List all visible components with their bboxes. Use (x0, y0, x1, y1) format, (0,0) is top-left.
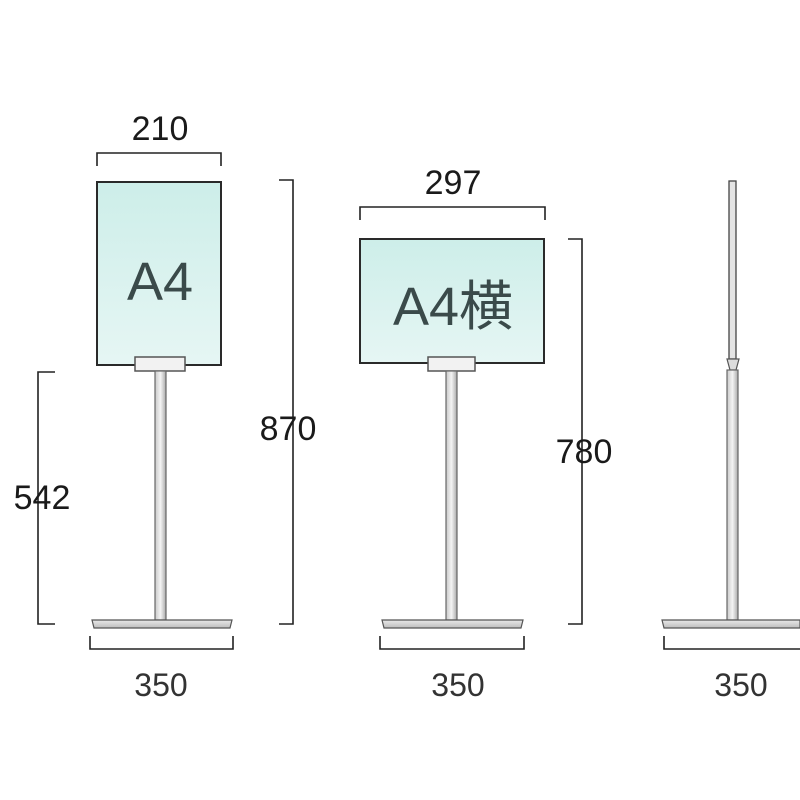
stand-a4-landscape: 297 A4横 350 780 (359, 164, 613, 703)
total-height-label: 870 (260, 410, 317, 448)
total-height-label: 780 (556, 433, 613, 471)
total-height-dimension-line (279, 179, 294, 625)
width-dimension-line (96, 152, 222, 166)
panel-edge (728, 180, 737, 360)
pole-height-dimension-line (37, 371, 55, 625)
base-plate (661, 619, 800, 629)
panel-size-label: A4 (127, 252, 193, 312)
pole (445, 370, 458, 621)
base-dimension-line (89, 636, 234, 650)
width-dimension-line (359, 206, 546, 220)
base-width-label: 350 (431, 667, 484, 703)
panel-clip (427, 356, 476, 372)
display-panel (359, 238, 545, 364)
panel-clip (134, 356, 186, 372)
base-dimension-line (379, 636, 525, 650)
total-height-dimension-line (568, 238, 583, 625)
pole-height-label: 542 (14, 479, 71, 517)
pole (154, 370, 167, 621)
width-label: 210 (132, 110, 189, 148)
base-plate (381, 619, 524, 629)
pole (726, 369, 739, 621)
panel-clip (726, 358, 740, 371)
display-panel (96, 181, 222, 366)
base-plate (91, 619, 233, 629)
base-width-label: 350 (714, 667, 767, 703)
stand-a4-portrait: 210 A4 350 870 542 (14, 110, 317, 703)
stand-side-view: 350 (661, 180, 800, 703)
base-width-label: 350 (134, 667, 187, 703)
panel-size-label: A4横 (393, 277, 513, 337)
base-dimension-line (663, 636, 800, 650)
width-label: 297 (425, 164, 482, 202)
